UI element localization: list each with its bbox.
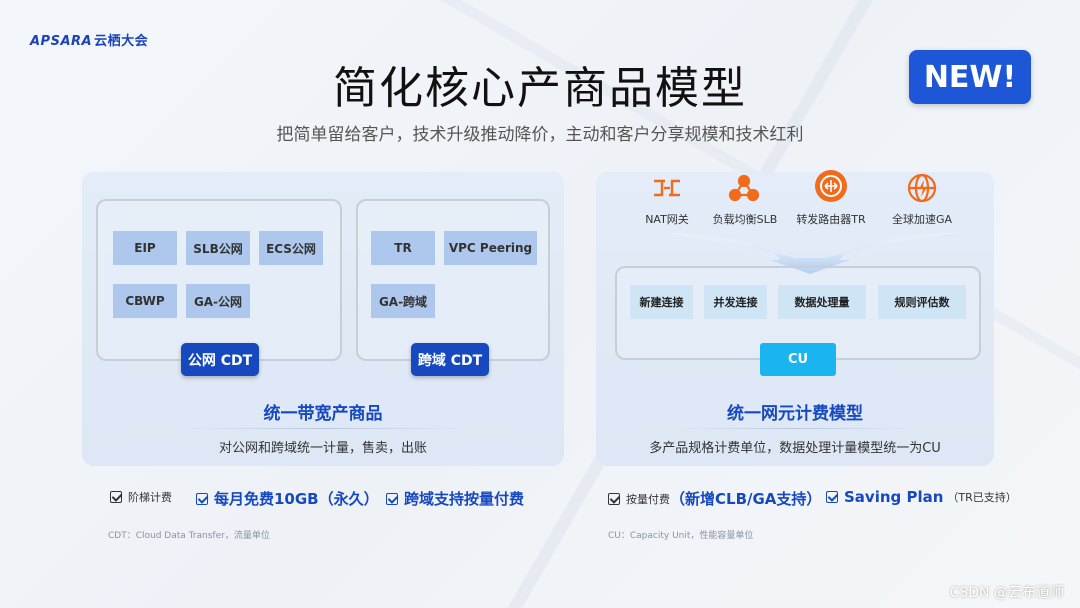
check-cross-region-payg: 跨域支持按量付费 <box>386 488 524 509</box>
nat-gateway-icon <box>650 171 684 205</box>
tile-slb-public: SLB公网 <box>186 231 250 265</box>
tile-cbwp: CBWP <box>113 284 177 318</box>
slide-subtitle: 把简单留给客户，技术升级推动降价，主动和客户分享规模和技术红利 <box>276 125 804 145</box>
checkbox-icon <box>110 491 122 503</box>
metric-concurrent-connections: 并发连接 <box>704 285 767 319</box>
tile-tr: TR <box>371 231 435 265</box>
cross-region-cdt-tag: 跨域 CDT <box>411 343 489 376</box>
billing-panel-title: 统一网元计费模型 <box>727 404 863 424</box>
metric-new-connections: 新建连接 <box>630 285 693 319</box>
tile-ecs-public: ECS公网 <box>259 231 323 265</box>
bandwidth-panel-desc: 对公网和跨域统一计量，售卖，出账 <box>218 441 427 456</box>
metric-rule-evaluations: 规则评估数 <box>878 285 966 319</box>
tile-ga-cross-region: GA-跨域 <box>371 284 435 318</box>
nat-gateway-label: NAT网关 <box>645 213 689 226</box>
slide-title: 简化核心产商品模型 <box>333 63 747 114</box>
public-cdt-tag: 公网 CDT <box>181 343 259 376</box>
checkbox-icon <box>196 492 208 505</box>
cross-region-cdt-box <box>356 199 550 361</box>
checkbox-icon <box>608 492 620 505</box>
load-balancer-label: 负载均衡SLB <box>712 213 778 226</box>
global-accelerator-icon <box>905 171 939 205</box>
global-accelerator-label: 全球加速GA <box>891 213 953 226</box>
divider <box>680 428 910 429</box>
checkbox-icon <box>826 491 838 503</box>
footnote-cu: CU：Capacity Unit，性能容量单位 <box>608 531 754 541</box>
cu-tag: CU <box>760 343 836 376</box>
csdn-watermark: CSDN @云布道师 <box>949 585 1064 601</box>
public-cdt-box <box>96 199 342 361</box>
check-tiered-billing: 阶梯计费 <box>110 489 172 505</box>
tile-ga-public: GA-公网 <box>186 284 250 318</box>
transit-router-label: 转发路由器TR <box>796 213 866 226</box>
footnote-cdt: CDT：Cloud Data Transfer，流量单位 <box>108 531 270 541</box>
metric-data-processed: 数据处理量 <box>778 285 866 319</box>
bandwidth-panel-title: 统一带宽产商品 <box>263 404 383 424</box>
billing-panel-desc: 多产品规格计费单位，数据处理计量模型统一为CU <box>649 441 941 456</box>
check-free-10gb: 每月免费10GB（永久） <box>196 488 379 509</box>
transit-router-icon <box>814 169 848 203</box>
new-badge: NEW! <box>909 50 1031 104</box>
tile-eip: EIP <box>113 231 177 265</box>
convergence-arrow-icon <box>660 232 960 274</box>
check-payg-clb-ga: 按量付费 （新增CLB/GA支持） <box>608 488 821 509</box>
check-saving-plan: Saving Plan （TR已支持） <box>826 488 1017 506</box>
network-billing-panel <box>596 172 994 466</box>
tile-vpc-peering: VPC Peering <box>444 231 537 265</box>
divider <box>180 428 466 429</box>
checkbox-icon <box>386 492 398 505</box>
load-balancer-icon <box>727 171 761 205</box>
bandwidth-product-panel <box>82 172 564 466</box>
